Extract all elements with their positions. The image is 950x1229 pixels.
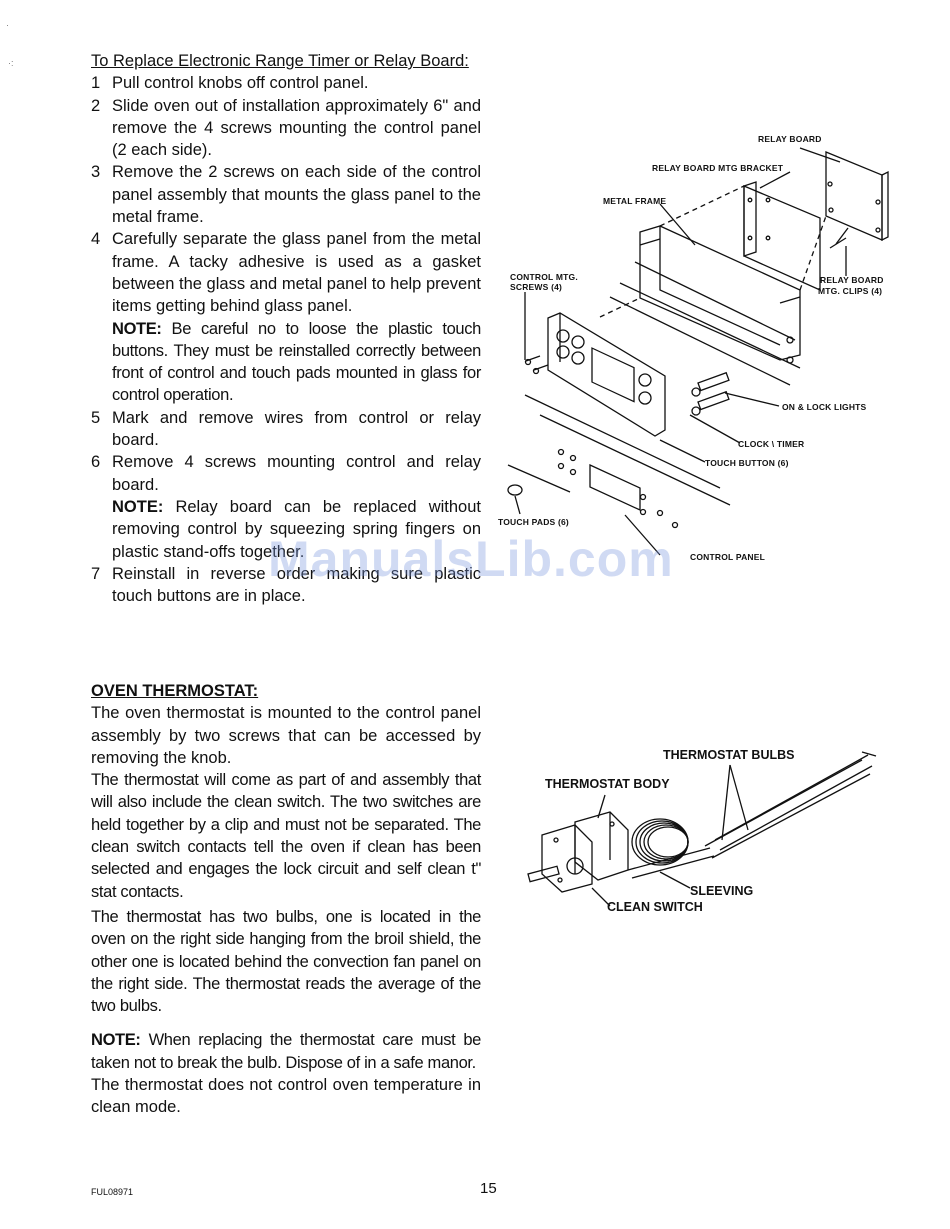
thermostat-paragraph-4: The thermostat does not control oven tem…: [91, 1076, 481, 1117]
label-control-screws-1: CONTROL MTG.: [510, 272, 578, 282]
label-clock-timer: CLOCK \ TIMER: [738, 439, 805, 449]
footer-code: FUL08971: [91, 1187, 134, 1197]
label-relay-clips-2: MTG. CLIPS (4): [818, 286, 883, 296]
thermostat-note: NOTE: When replacing the thermostat care…: [91, 1031, 481, 1072]
label-touch-button: TOUCH BUTTON (6): [705, 458, 789, 468]
thermostat-section: OVEN THERMOSTAT: The oven thermostat is …: [91, 680, 481, 1119]
section-heading-timer: To Replace Electronic Range Timer or Rel…: [91, 52, 469, 70]
label-touch-pads: TOUCH PADS (6): [498, 517, 569, 527]
corner-mark-1: ·: [6, 20, 9, 30]
page-number: 15: [480, 1180, 497, 1197]
label-thermostat-body: THERMOSTAT BODY: [545, 777, 670, 791]
label-metal-frame: METAL FRAME: [603, 196, 667, 206]
label-relay-board: RELAY BOARD: [758, 134, 822, 144]
label-control-screws-2: SCREWS (4): [510, 282, 563, 292]
label-relay-clips-1: RELAY BOARD: [820, 275, 884, 285]
label-clean-switch: CLEAN SWITCH: [607, 900, 703, 914]
label-sleeving: SLEEVING: [690, 884, 754, 898]
thermostat-paragraph-1: The oven thermostat is mounted to the co…: [91, 704, 481, 767]
label-relay-bracket: RELAY BOARD MTG BRACKET: [652, 163, 784, 173]
capillary-coil: [631, 818, 689, 866]
watermark: ManualsLib.com: [268, 531, 674, 587]
text-column: To Replace Electronic Range Timer or Rel…: [91, 50, 481, 607]
section-heading-thermostat: OVEN THERMOSTAT:: [91, 682, 259, 700]
step-4-note: NOTE: Be careful no to loose the plastic…: [112, 319, 481, 405]
label-control-panel: CONTROL PANEL: [690, 552, 766, 562]
label-thermostat-bulbs: THERMOSTAT BULBS: [663, 748, 795, 762]
label-lock-lights: ON & LOCK LIGHTS: [782, 402, 867, 412]
step-6-note: NOTE: Relay board can be replaced withou…: [112, 497, 481, 561]
corner-mark-2: ·:: [8, 58, 14, 68]
thermostat-paragraph-2: The thermostat will come as part of and …: [91, 771, 481, 901]
clean-switch-shape: [541, 824, 593, 893]
thermostat-body-shape: [574, 811, 629, 881]
thermostat-paragraph-3: The thermostat has two bulbs, one is loc…: [91, 907, 481, 1016]
